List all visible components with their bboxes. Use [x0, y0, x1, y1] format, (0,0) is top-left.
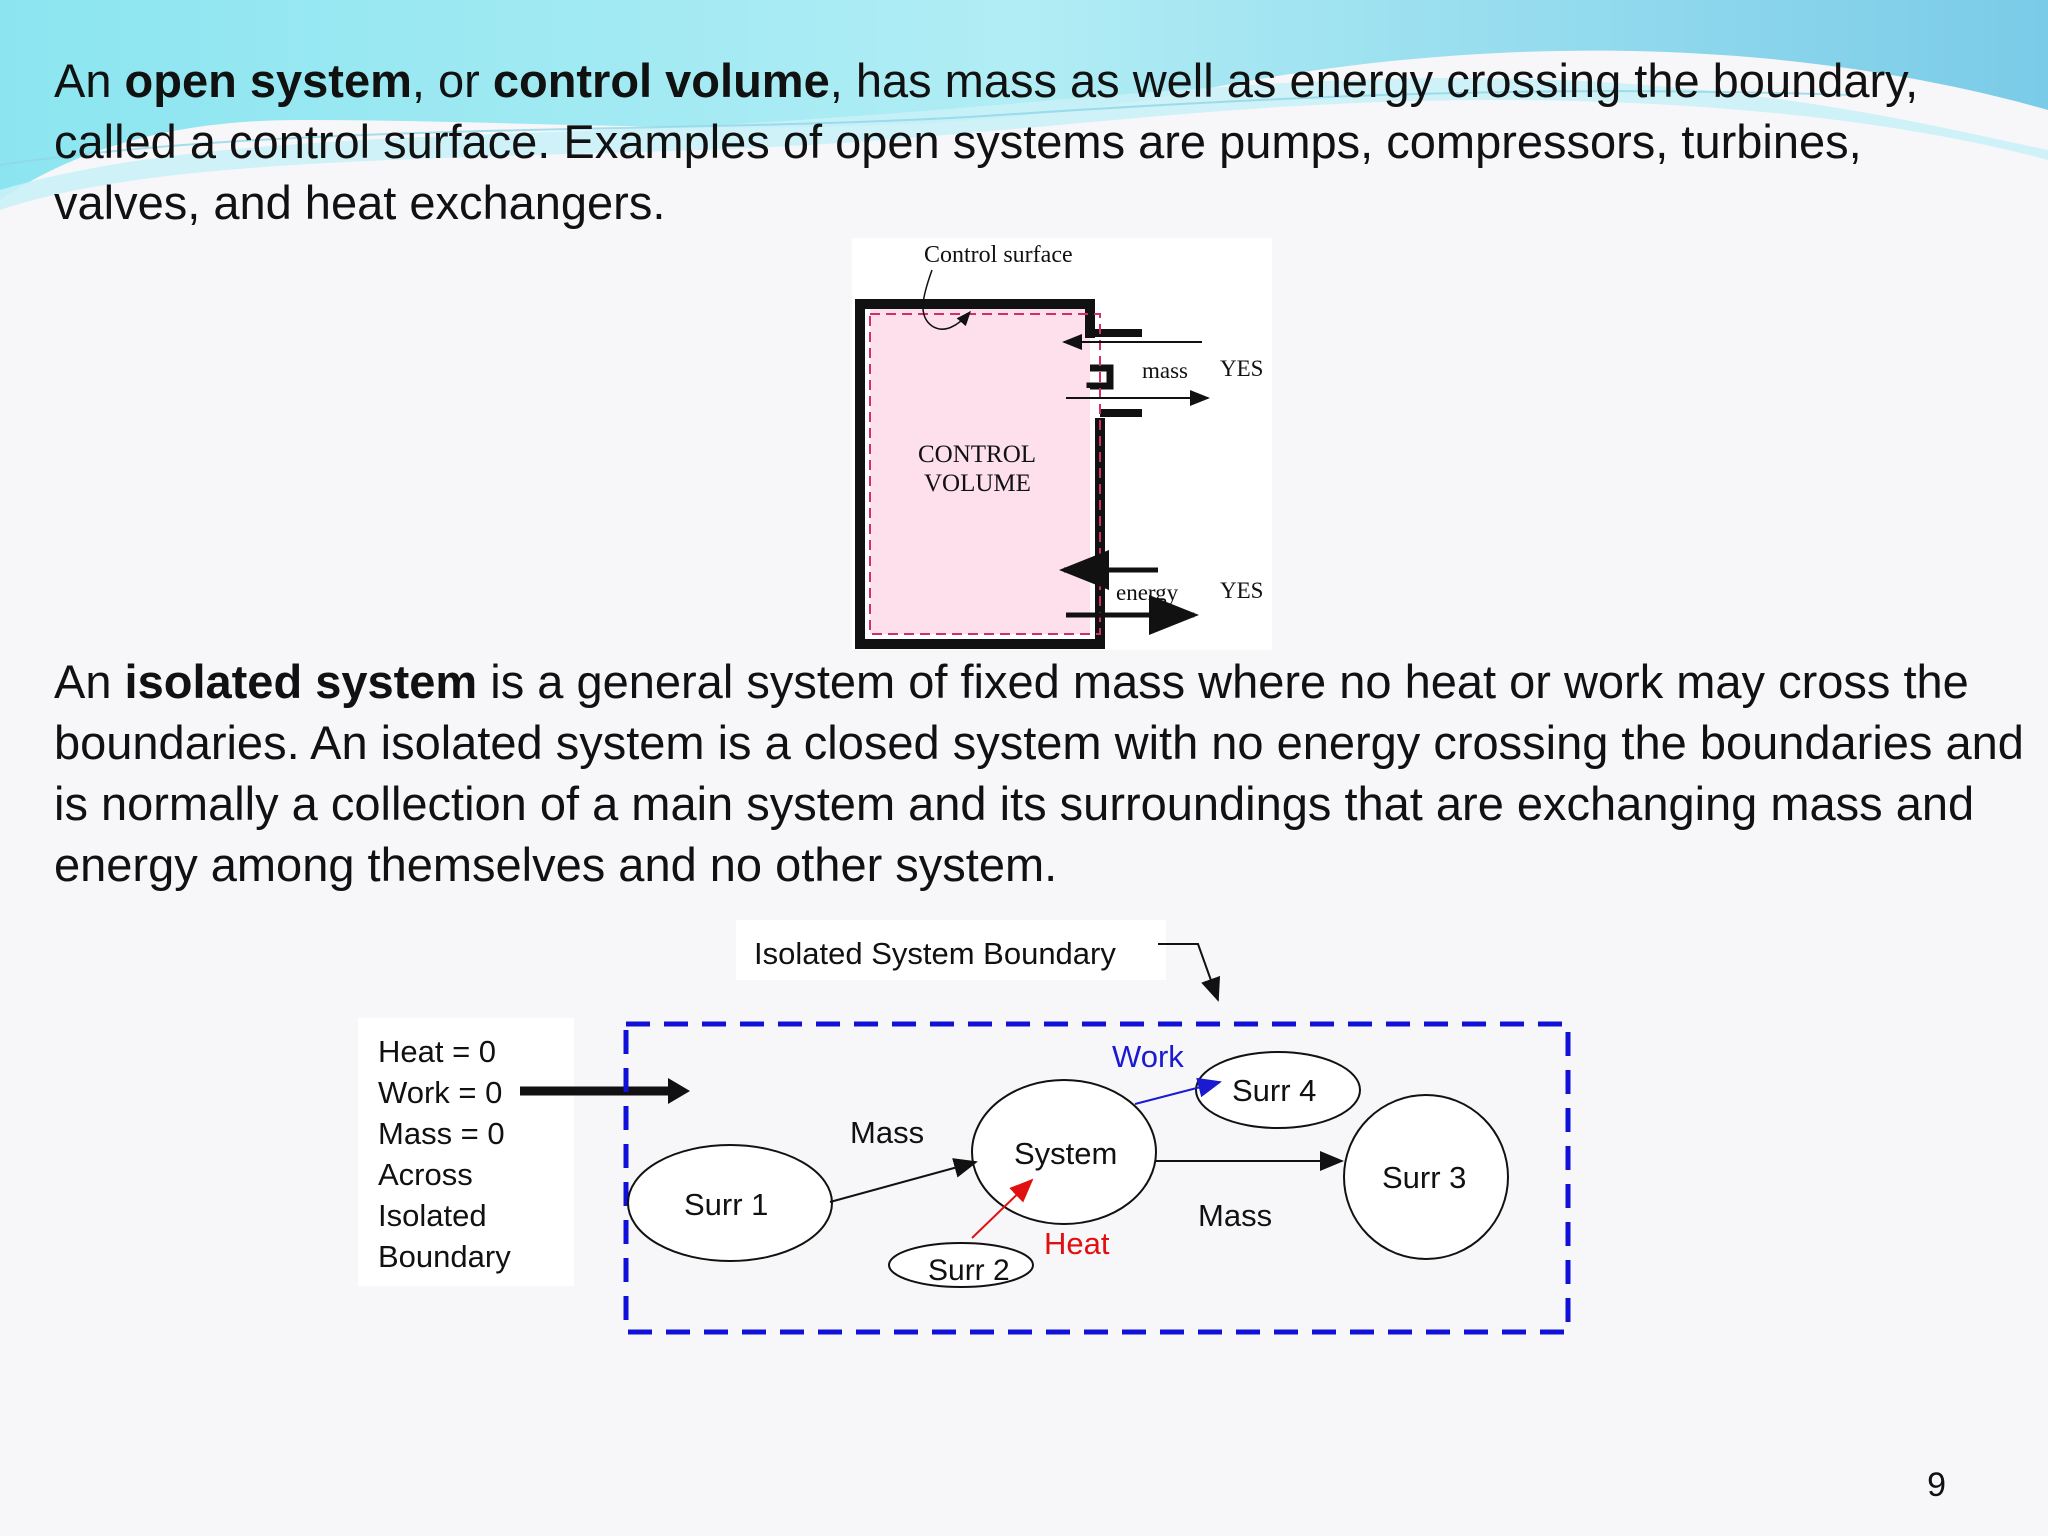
boundary-label-box	[736, 920, 1166, 980]
term-open-system: open system	[124, 54, 412, 107]
note-line-boundary: Boundary	[378, 1239, 511, 1274]
p2-text-2: is a general system of fixed mass where …	[54, 655, 2024, 891]
note-line-heat: Heat = 0	[378, 1034, 496, 1069]
control-surface-label: Control surface	[924, 242, 1073, 268]
surr1-node	[627, 1144, 833, 1262]
surr1-label: Surr 1	[684, 1187, 768, 1222]
mass-label: mass	[1142, 358, 1188, 383]
mass-yes-label: YES	[1220, 356, 1263, 381]
heat-arrow	[971, 1178, 1034, 1239]
boundary-label: Isolated System Boundary	[754, 936, 1116, 971]
mass-label-right: Mass	[1198, 1198, 1272, 1233]
p1-text-1: An	[54, 54, 125, 107]
note-line-work: Work = 0	[378, 1075, 502, 1110]
work-arrow	[1134, 1077, 1222, 1105]
note-line-mass: Mass = 0	[378, 1116, 505, 1151]
isolated-system-boundary	[623, 1021, 1571, 1335]
isolated-system-paragraph: An isolated system is a general system o…	[54, 651, 2034, 895]
header-wave-decoration	[0, 0, 2048, 210]
note-box	[358, 1018, 574, 1286]
control-surface-pointer	[922, 269, 971, 330]
note-line-across: Across	[378, 1157, 473, 1192]
control-volume-label-line2: VOLUME	[924, 470, 1031, 497]
p1-text-2: , or	[411, 54, 493, 107]
boundary-pointer	[1158, 943, 1221, 1002]
control-volume-label-line1: CONTROL	[918, 441, 1036, 468]
system-label: System	[1014, 1136, 1117, 1171]
control-volume-region	[870, 304, 1090, 634]
isolated-system-diagram: Isolated System Boundary Heat = 0 Work =…	[358, 920, 1571, 1335]
term-control-volume: control volume	[492, 54, 830, 107]
control-surface-boundary	[869, 313, 1101, 635]
note-line-isolated: Isolated	[378, 1198, 487, 1233]
surr3-label: Surr 3	[1382, 1160, 1466, 1195]
work-label: Work	[1112, 1039, 1184, 1074]
mass-arrow-surr1-system	[829, 1158, 978, 1203]
surr2-label: Surr 2	[928, 1254, 1010, 1287]
page-number: 9	[1927, 1466, 1946, 1504]
mass-label-left: Mass	[850, 1115, 924, 1150]
surr4-label: Surr 4	[1232, 1073, 1316, 1108]
note-text: Heat = 0 Work = 0 Mass = 0 Across Isolat…	[378, 1034, 513, 1274]
surr3-node	[1343, 1094, 1509, 1260]
p2-text-1: An	[54, 655, 125, 708]
heat-label: Heat	[1044, 1226, 1110, 1261]
note-arrow-head	[668, 1078, 690, 1104]
control-volume-diagram: Control surface CONTROL VOLUME mass YES …	[852, 238, 1272, 650]
surr2-node	[888, 1242, 1034, 1288]
surr4-node	[1195, 1051, 1361, 1129]
p1-text-3: , has mass as well as energy crossing th…	[54, 54, 1919, 229]
energy-label: energy	[1116, 580, 1179, 605]
energy-yes-label: YES	[1220, 578, 1263, 603]
system-wall	[855, 299, 1105, 649]
term-isolated-system: isolated system	[124, 655, 478, 708]
open-system-paragraph: An open system, or control volume, has m…	[54, 50, 2014, 233]
